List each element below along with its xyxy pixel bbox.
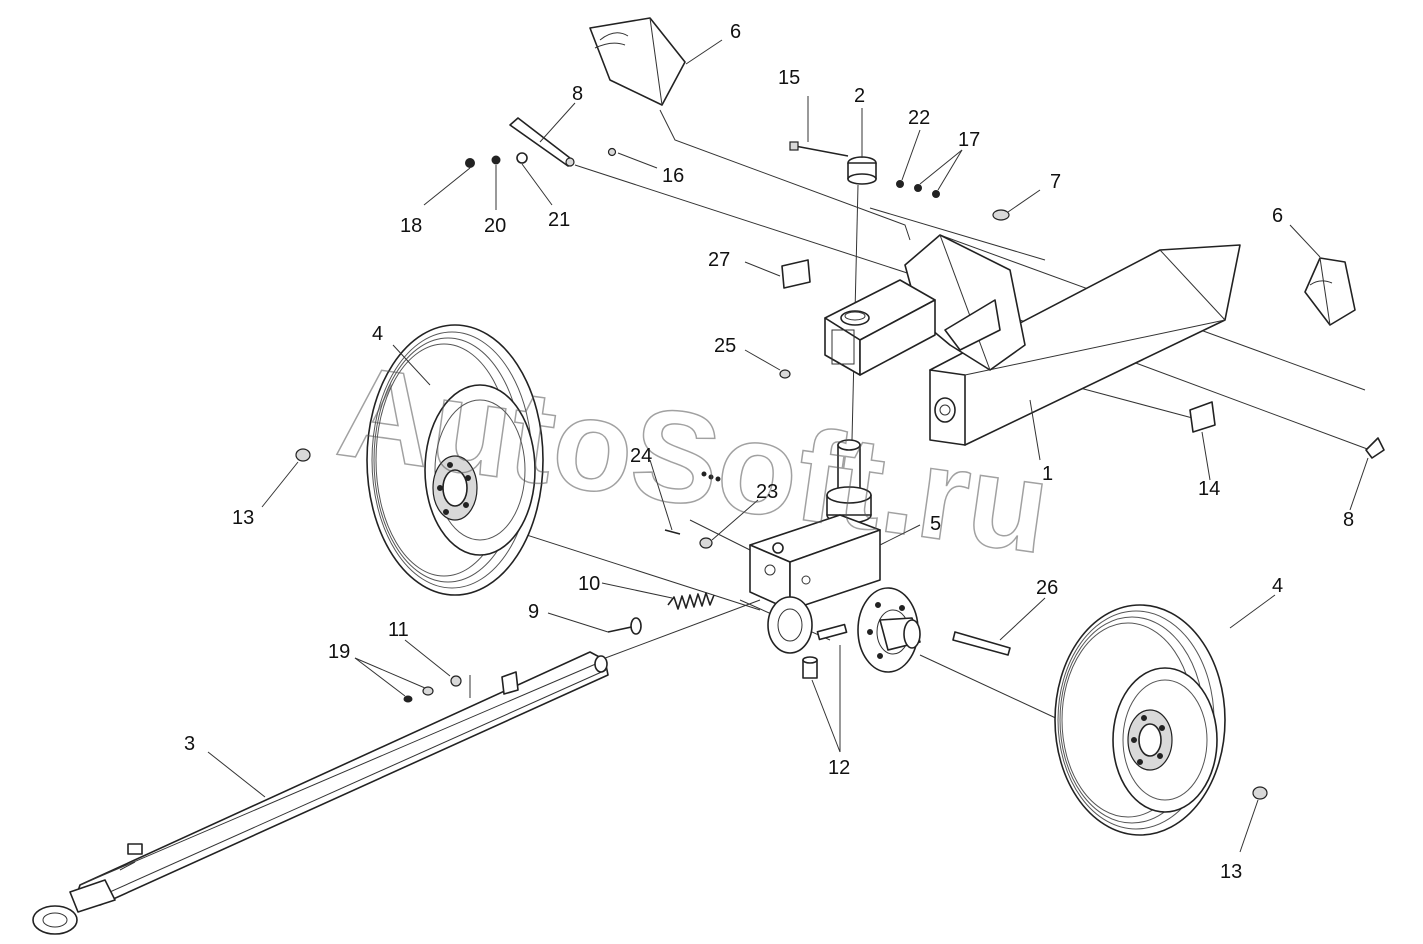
label-7: 7 <box>1050 171 1061 193</box>
label-8-right: 8 <box>1343 509 1354 531</box>
label-26: 26 <box>1036 577 1058 599</box>
part-19-11-hardware <box>403 675 462 703</box>
label-20: 20 <box>484 215 506 237</box>
part-15-bolt <box>789 141 849 157</box>
label-6-right: 6 <box>1272 205 1283 227</box>
part-number-labels: 1 2 3 4 4 5 6 6 7 8 8 9 10 11 12 13 13 1… <box>184 21 1354 883</box>
part-6-guard-right <box>1304 257 1356 326</box>
label-1: 1 <box>1042 463 1053 485</box>
part-27-plate <box>781 259 811 289</box>
label-23: 23 <box>756 481 778 503</box>
part-3-drawbar <box>32 651 609 935</box>
hardware-16-18-20-21 <box>465 147 617 168</box>
label-22: 22 <box>908 107 930 129</box>
label-14: 14 <box>1198 478 1220 500</box>
label-12: 12 <box>828 757 850 779</box>
label-21: 21 <box>548 209 570 231</box>
part-26-pin <box>952 631 1011 656</box>
label-13-right: 13 <box>1220 861 1242 883</box>
part-7-nut <box>992 209 1010 221</box>
label-4-right: 4 <box>1272 575 1283 597</box>
label-6-top: 6 <box>730 21 741 43</box>
label-13-left: 13 <box>232 507 254 529</box>
label-18: 18 <box>400 215 422 237</box>
label-15: 15 <box>778 67 800 89</box>
part-13-wheel-nuts <box>295 448 1268 800</box>
label-2: 2 <box>854 85 865 107</box>
part-2-bushing <box>847 156 877 185</box>
label-25: 25 <box>714 335 736 357</box>
part-14-label <box>1189 401 1216 433</box>
part-10-spring <box>667 592 715 610</box>
part-25-nut <box>779 369 791 379</box>
label-8-top: 8 <box>572 83 583 105</box>
label-3: 3 <box>184 733 195 755</box>
label-17: 17 <box>958 129 980 151</box>
label-27: 27 <box>708 249 730 271</box>
leader-lines <box>207 39 1369 853</box>
part-8-clip-right <box>1365 437 1385 459</box>
part-4-wheel-right <box>1054 604 1226 836</box>
part-4-wheel-left <box>366 324 544 596</box>
washers-22-17 <box>896 180 940 198</box>
part-5-axle-bracket <box>749 439 921 679</box>
part-6-guard-left <box>589 17 686 106</box>
label-19: 19 <box>328 641 350 663</box>
label-9: 9 <box>528 601 539 623</box>
part-1-frame <box>824 234 1241 446</box>
part-9-bolt <box>607 617 642 635</box>
label-24: 24 <box>630 445 652 467</box>
label-5: 5 <box>930 513 941 535</box>
label-11: 11 <box>388 619 409 641</box>
part-24-23-small <box>664 471 721 549</box>
label-16: 16 <box>662 165 684 187</box>
label-10: 10 <box>578 573 600 595</box>
label-4-left: 4 <box>372 323 383 345</box>
